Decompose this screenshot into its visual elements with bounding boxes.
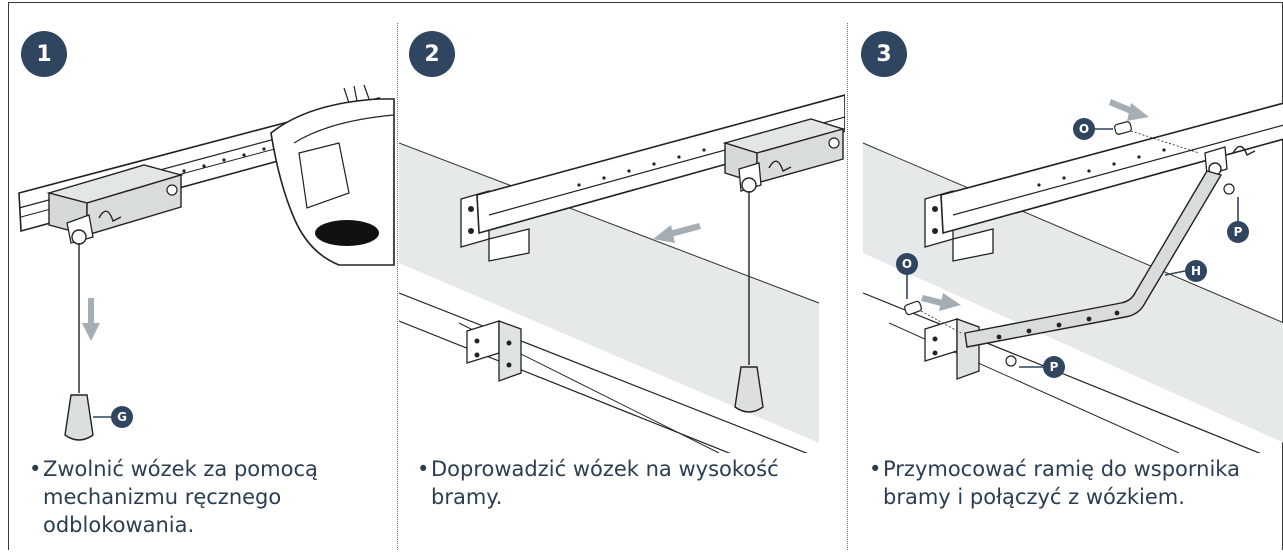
step-2-illustration — [399, 94, 845, 453]
step-caption: • Przymocować ramię do wspornika bramy i… — [869, 455, 1278, 511]
step-1-illustration — [18, 84, 395, 441]
callout-g-badge: G — [111, 406, 133, 428]
step-caption: • Zwolnić wózek za pomocą mechanizmu ręc… — [29, 455, 363, 539]
callout-p-top-badge: P — [1227, 221, 1249, 243]
callout-h-badge: H — [1185, 260, 1207, 282]
caption-text: Doprowadzić wózek na wysokość bramy. — [431, 457, 779, 509]
step-panel-3: 3 O P H O P • Przymocować ramię do wspor… — [849, 3, 1283, 550]
step-panel-2: 2 • Doprowadzić wózek na wysokość bramy. — [399, 3, 845, 550]
instruction-sheet: 1 G • Zwolnić wózek za pomocą mechanizmu… — [8, 2, 1283, 550]
panel-divider-1 — [397, 23, 398, 550]
caption-text: Przymocować ramię do wspornika bramy i p… — [883, 457, 1240, 509]
callout-o-top-badge: O — [1073, 118, 1095, 140]
step-number-badge: 2 — [409, 31, 455, 77]
step-panel-1: 1 G • Zwolnić wózek za pomocą mechanizmu… — [9, 3, 397, 550]
callout-p-bottom-badge: P — [1043, 356, 1065, 378]
step-number-badge: 3 — [861, 31, 907, 77]
caption-bullet: • — [417, 457, 430, 481]
callout-o-bottom-badge: O — [896, 253, 918, 275]
step-3-illustration — [862, 99, 1283, 453]
panel-divider-2 — [847, 23, 848, 550]
step-number-badge: 1 — [21, 31, 67, 77]
caption-text: Zwolnić wózek za pomocą mechanizmu ręczn… — [43, 457, 318, 537]
caption-bullet: • — [869, 457, 882, 481]
step-caption: • Doprowadzić wózek na wysokość bramy. — [417, 455, 821, 511]
caption-bullet: • — [29, 457, 42, 481]
